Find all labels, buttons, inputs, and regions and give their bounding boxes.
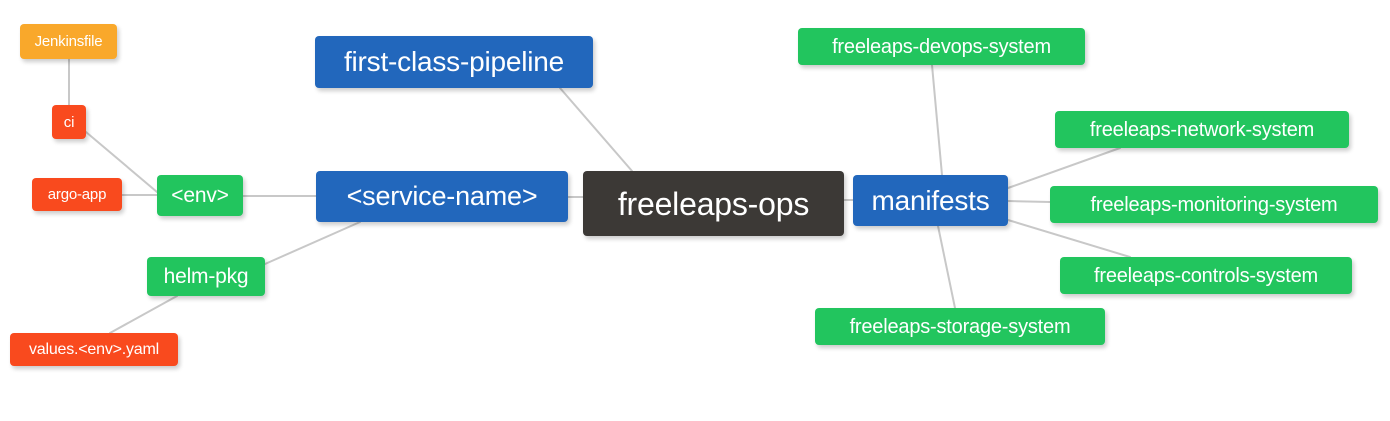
node-first-class-pipeline[interactable]: first-class-pipeline bbox=[315, 36, 593, 88]
node-service-name[interactable]: <service-name> bbox=[316, 171, 568, 222]
edge-manifests-storage bbox=[937, 225, 956, 309]
node-helm-pkg[interactable]: helm-pkg bbox=[147, 257, 265, 296]
edge-manifests-monitoring bbox=[1007, 200, 1051, 203]
node-freeleaps-controls-system[interactable]: freeleaps-controls-system bbox=[1060, 257, 1352, 294]
node-env[interactable]: <env> bbox=[157, 175, 243, 216]
node-argo-app[interactable]: argo-app bbox=[32, 178, 122, 211]
node-freeleaps-monitoring-system[interactable]: freeleaps-monitoring-system bbox=[1050, 186, 1378, 223]
node-ci[interactable]: ci bbox=[52, 105, 86, 139]
node-freeleaps-ops[interactable]: freeleaps-ops bbox=[583, 171, 844, 236]
node-freeleaps-devops-system[interactable]: freeleaps-devops-system bbox=[798, 28, 1085, 65]
node-freeleaps-network-system[interactable]: freeleaps-network-system bbox=[1055, 111, 1349, 148]
node-values-env-yaml[interactable]: values.<env>.yaml bbox=[10, 333, 178, 366]
node-jenkinsfile[interactable]: Jenkinsfile bbox=[20, 24, 117, 59]
node-freeleaps-storage-system[interactable]: freeleaps-storage-system bbox=[815, 308, 1105, 345]
edge-manifests-devops bbox=[931, 64, 943, 176]
edge-helmpkg-values bbox=[109, 295, 178, 334]
edge-manifests-controls bbox=[1007, 219, 1131, 258]
node-manifests[interactable]: manifests bbox=[853, 175, 1008, 226]
edge-pipeline-ops bbox=[559, 87, 633, 172]
edge-manifests-network bbox=[1007, 147, 1121, 189]
edge-servicename-helmpkg bbox=[264, 221, 361, 265]
